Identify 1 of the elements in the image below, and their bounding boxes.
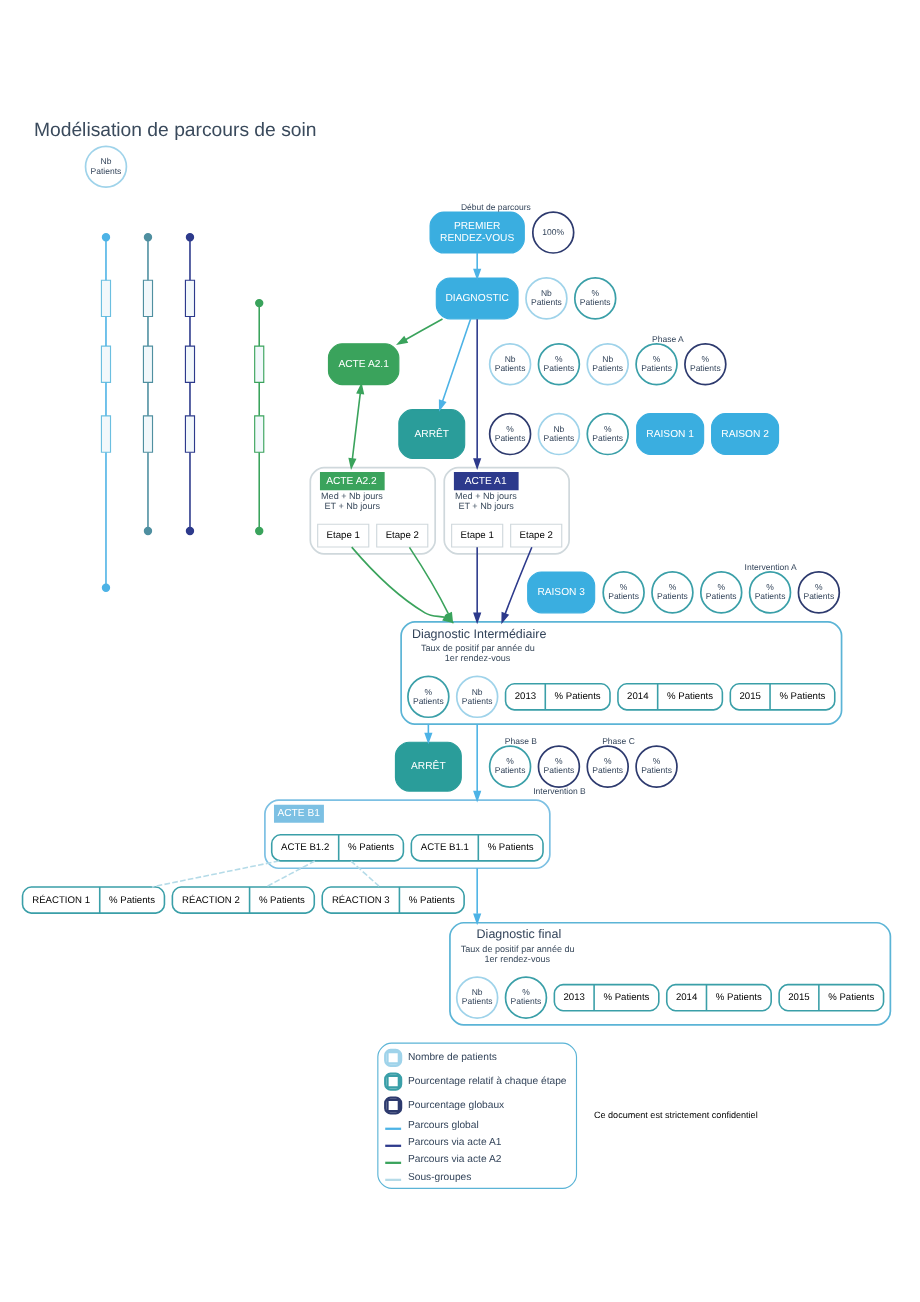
diagram-title: Modélisation de parcours de soin (32, 118, 316, 141)
